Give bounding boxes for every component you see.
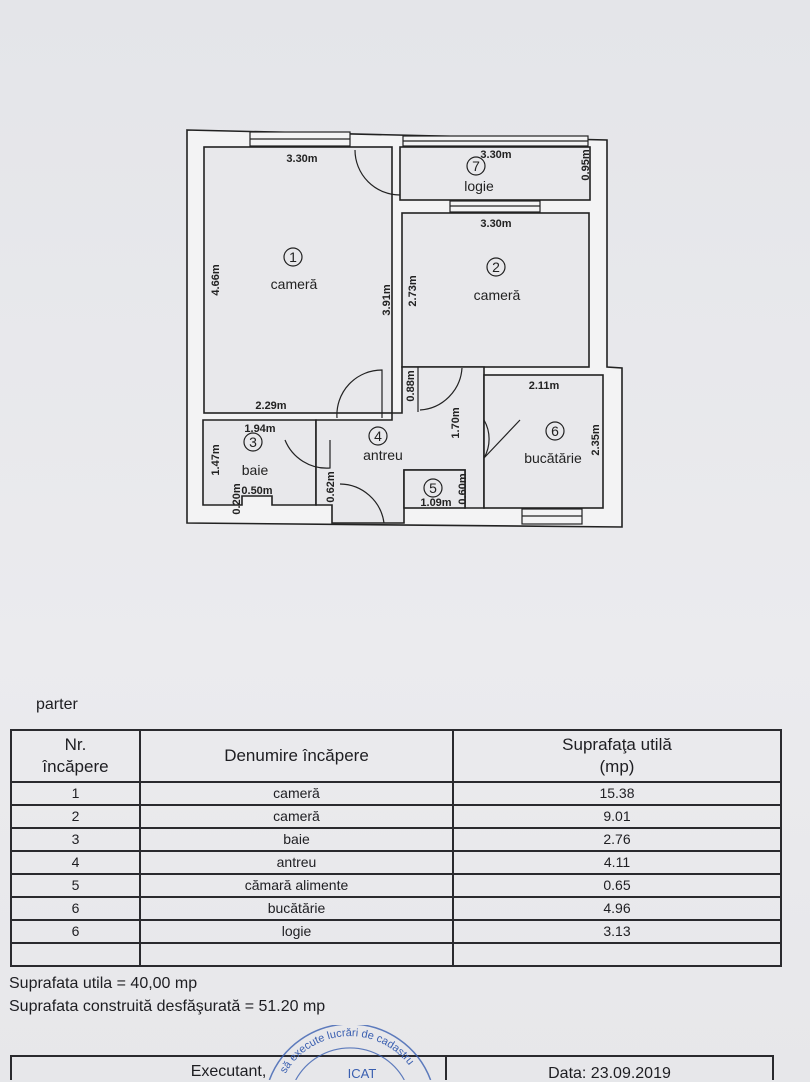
header-area: Suprafaţa utilă(mp) <box>452 729 782 783</box>
room-number-5: 5 <box>429 480 437 496</box>
divider <box>445 1057 447 1080</box>
floor-plan: 1 cameră 2 cameră 3 baie 4 antreu 5 6 bu… <box>186 129 623 528</box>
built-area-summary: Suprafata construită desfăşurată = 51.20… <box>9 998 326 1015</box>
dim-room1-height: 4.66m <box>210 264 222 295</box>
door-swings <box>284 149 521 524</box>
signature-box: Executant, Data: 23.09.2019 <box>10 1055 774 1082</box>
cell-area: 15.38 <box>452 781 782 806</box>
dim-antreu-height: 1.70m <box>450 407 462 438</box>
table-row <box>10 942 782 967</box>
room-6-outline <box>483 374 604 509</box>
cell-name: cameră <box>139 781 454 806</box>
dim-baie-step-width: 0.50m <box>241 485 272 497</box>
cell-name <box>139 942 454 967</box>
cell-name: bucătărie <box>139 896 454 921</box>
table-header: Nr.încăpere Denumire încăpere Suprafaţa … <box>10 729 782 783</box>
cell-nr: 6 <box>10 896 141 921</box>
cell-area: 4.11 <box>452 850 782 875</box>
cell-nr: 3 <box>10 827 141 852</box>
dim-camara-height: 0.60m <box>457 473 469 504</box>
dim-room1-right: 3.91m <box>381 284 393 315</box>
dim-baie-width: 1.94m <box>244 423 275 435</box>
cell-area: 0.65 <box>452 873 782 898</box>
room-name-6: bucătărie <box>524 450 582 466</box>
cell-nr <box>10 942 141 967</box>
room-number-6: 6 <box>551 423 559 439</box>
cell-name: baie <box>139 827 454 852</box>
room-number-2: 2 <box>492 259 500 275</box>
room-name-1: cameră <box>271 276 318 292</box>
cell-area: 4.96 <box>452 896 782 921</box>
dim-baie-step-height: 0.20m <box>231 483 243 514</box>
windows <box>249 131 589 525</box>
stamp-outer-ring <box>268 1025 432 1080</box>
stamp-center-text: ICAT <box>348 1066 377 1080</box>
rooms-table: Nr.încăpere Denumire încăpere Suprafaţa … <box>10 729 782 967</box>
dim-baie-height: 1.47m <box>210 444 222 475</box>
level-label: parter <box>36 696 78 713</box>
cell-name: logie <box>139 919 454 944</box>
cell-name: antreu <box>139 850 454 875</box>
room-2-outline <box>401 212 590 368</box>
cell-name: cămară alimente <box>139 873 454 898</box>
stamp-inner-ring <box>295 1047 405 1080</box>
room-1-outline <box>203 146 393 414</box>
room-7-outline <box>399 146 591 201</box>
room-name-2: cameră <box>474 287 521 303</box>
room-number-3: 3 <box>249 434 257 450</box>
useful-area-summary: Suprafata utila = 40,00 mp <box>9 975 198 992</box>
dim-antreu-top: 0.88m <box>405 370 417 401</box>
room-name-7: logie <box>464 178 494 194</box>
room-5-outline <box>403 469 466 509</box>
cell-nr: 1 <box>10 781 141 806</box>
cell-nr: 6 <box>10 919 141 944</box>
dim-room1-bottom: 2.29m <box>255 400 286 412</box>
dim-logie-height: 0.95m <box>580 149 592 180</box>
room-number-4: 4 <box>374 428 382 444</box>
dim-camara-width: 1.09m <box>420 497 451 509</box>
dim-antreu-left: 0.62m <box>325 471 337 502</box>
dim-room2-width: 3.30m <box>480 218 511 230</box>
room-number-circles <box>243 156 565 498</box>
dim-room1-width: 3.30m <box>286 153 317 165</box>
room-name-3: baie <box>242 462 269 478</box>
cell-area: 2.76 <box>452 827 782 852</box>
dim-logie-width: 3.30m <box>480 149 511 161</box>
cell-nr: 5 <box>10 873 141 898</box>
dim-kitchen-height: 2.35m <box>590 424 602 455</box>
dim-room2-height: 2.73m <box>407 275 419 306</box>
cell-area <box>452 942 782 967</box>
room-number-1: 1 <box>289 249 297 265</box>
room-name-4: antreu <box>363 447 403 463</box>
header-nr: Nr.încăpere <box>10 729 141 783</box>
dim-kitchen-width: 2.11m <box>529 380 560 392</box>
cell-nr: 4 <box>10 850 141 875</box>
cell-nr: 2 <box>10 804 141 829</box>
header-name: Denumire încăpere <box>139 729 454 783</box>
cell-name: cameră <box>139 804 454 829</box>
executant-label: Executant, <box>190 1063 267 1080</box>
cell-area: 3.13 <box>452 919 782 944</box>
date-label: Data: 23.09.2019 <box>548 1065 671 1082</box>
stamp: să execute lucrări de cadastru ICAT <box>268 1025 432 1080</box>
room-number-7: 7 <box>472 158 480 174</box>
cell-area: 9.01 <box>452 804 782 829</box>
